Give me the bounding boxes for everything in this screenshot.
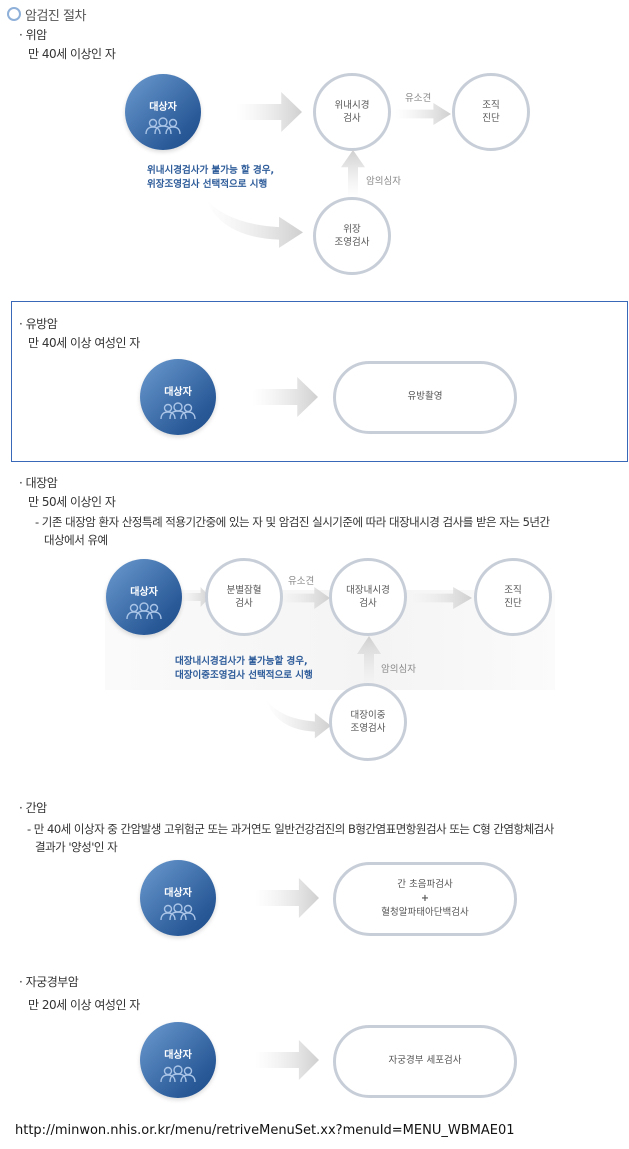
exam-label: 유방촬영 <box>407 391 443 403</box>
exam-label: 혈청알파태아단백검사 <box>381 907 469 919</box>
target-label: 대상자 <box>164 1050 192 1061</box>
target-circle: 대상자 <box>106 559 182 635</box>
stomach-note: 위내시경검사가 불가능 할 경우, 위장조영검사 선택적으로 시행 <box>147 164 274 192</box>
breast-criteria: 만 40세 이상 여성인 자 <box>28 336 140 350</box>
cervix-criteria: 만 20세 이상 여성인 자 <box>28 998 140 1012</box>
arrow-right-icon <box>395 103 451 125</box>
exam-mammography: 유방촬영 <box>333 361 517 434</box>
target-circle: 대상자 <box>140 359 216 435</box>
arrow-up-icon <box>357 636 381 686</box>
arrow-right-icon <box>280 587 330 609</box>
colon-heading: · 대장암 <box>19 476 58 490</box>
exam-label: 자궁경부 세포검사 <box>388 1055 462 1067</box>
arrow-right-icon <box>255 1040 319 1080</box>
target-label: 대상자 <box>130 587 158 598</box>
people-icon <box>158 402 198 420</box>
note-line: 대장이중조영검사 선택적으로 시행 <box>175 669 313 681</box>
label-finding: 유소견 <box>405 93 432 104</box>
label-suspect: 암의심자 <box>366 176 401 187</box>
liver-heading: · 간암 <box>19 801 47 815</box>
title-bullet-icon <box>7 7 21 21</box>
people-icon <box>143 117 183 135</box>
page-title: 암검진 절차 <box>25 9 86 24</box>
colon-diagram-note: 대장내시경검사가 불가능할 경우, 대장이중조영검사 선택적으로 시행 <box>175 655 313 683</box>
node-colonoscopy: 대장내시경 검사 <box>329 558 407 636</box>
curved-arrow-icon <box>205 198 303 248</box>
people-icon <box>158 903 198 921</box>
colon-note-line: - 기존 대장암 환자 산정특례 적용기간중에 있는 자 및 암검진 실시기준에… <box>35 515 550 529</box>
label-finding: 유소견 <box>288 576 315 587</box>
source-url[interactable]: http://minwon.nhis.or.kr/menu/retriveMen… <box>15 1123 515 1138</box>
target-label: 대상자 <box>149 102 177 113</box>
plus-sign: + <box>421 892 429 904</box>
arrow-right-icon <box>255 878 319 918</box>
exam-liver: 간 초음파검사 + 혈청알파태아단백검사 <box>333 862 517 936</box>
target-circle: 대상자 <box>125 74 201 150</box>
note-line: 대장내시경검사가 불가능할 경우, <box>175 656 308 667</box>
colon-criteria: 만 50세 이상인 자 <box>28 495 116 509</box>
exam-label: 간 초음파검사 <box>397 878 453 890</box>
target-label: 대상자 <box>164 888 192 899</box>
note-line: 위내시경검사가 불가능 할 경우, <box>147 165 275 176</box>
target-circle: 대상자 <box>140 860 216 936</box>
breast-heading: · 유방암 <box>19 317 58 331</box>
curved-arrow-icon <box>265 698 331 739</box>
node-contrast: 위장 조영검사 <box>313 197 391 275</box>
label-suspect: 암의심자 <box>381 664 416 675</box>
arrow-right-icon <box>236 92 302 132</box>
stomach-heading: · 위암 <box>19 28 47 42</box>
colon-note-line: 대상에서 유예 <box>44 533 108 547</box>
people-icon <box>124 602 164 620</box>
exam-cervix: 자궁경부 세포검사 <box>333 1025 517 1098</box>
arrow-right-icon <box>252 377 318 417</box>
node-biopsy: 조직 진단 <box>474 558 552 636</box>
arrow-right-icon <box>412 587 472 609</box>
breast-section-highlight <box>11 301 628 462</box>
note-line: 위장조영검사 선택적으로 시행 <box>147 178 268 190</box>
node-biopsy: 조직 진단 <box>452 73 530 151</box>
target-circle: 대상자 <box>140 1022 216 1098</box>
liver-note-line: - 만 40세 이상자 중 간암발생 고위험군 또는 과거연도 일반건강검진의 … <box>27 822 554 836</box>
people-icon <box>158 1065 198 1083</box>
liver-note-line: 결과가 '양성'인 자 <box>35 840 118 854</box>
node-fobt: 분별잠혈 검사 <box>205 558 283 636</box>
node-contrast: 대장이중 조영검사 <box>329 683 407 761</box>
stomach-criteria: 만 40세 이상인 자 <box>28 47 116 61</box>
node-gastroscopy: 위내시경 검사 <box>313 73 391 151</box>
arrow-up-icon <box>341 150 365 198</box>
target-label: 대상자 <box>164 387 192 398</box>
cervix-heading: · 자궁경부암 <box>19 975 79 989</box>
